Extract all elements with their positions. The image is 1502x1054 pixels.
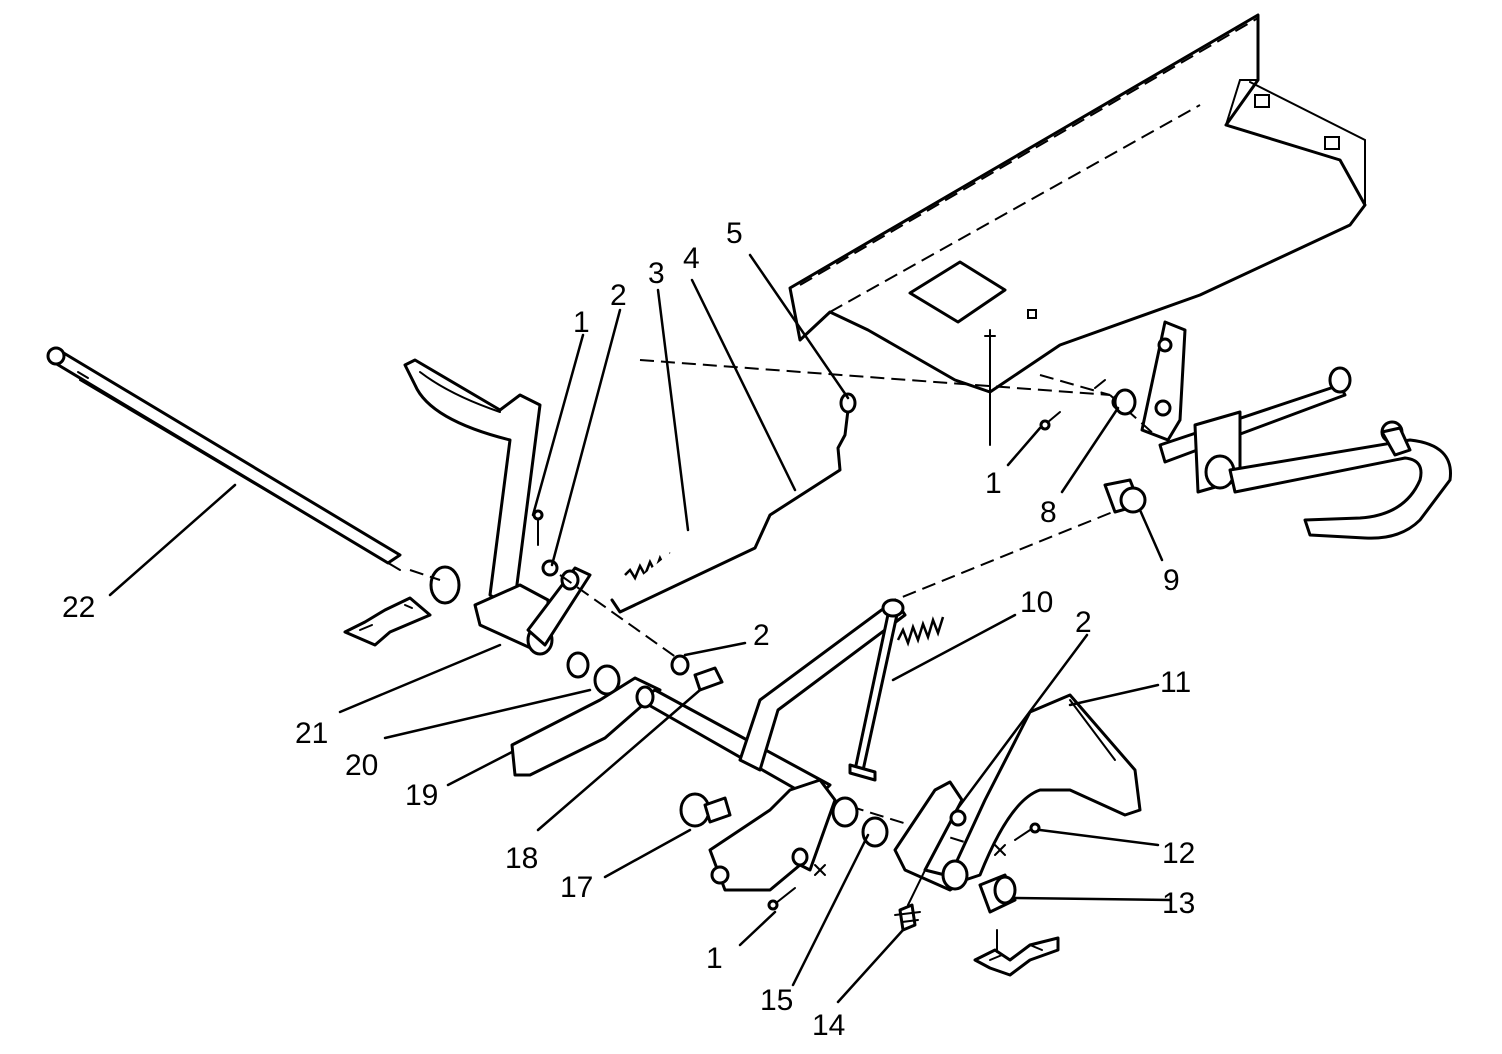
callout-1-right: 1 [985,467,1002,500]
callout-2-right: 2 [1075,606,1092,639]
small-hardware [532,388,1147,932]
callout-1-top: 1 [573,306,590,339]
washers [566,651,889,848]
link-bar [510,676,662,777]
main-shaft [635,598,907,892]
brake-pedal-assembly [343,358,592,656]
callout-12: 12 [1162,837,1195,870]
callout-20: 20 [345,749,378,782]
callout-21: 21 [295,717,328,750]
callout-10: 10 [1020,586,1053,619]
cross-rod [46,346,441,581]
callout-13: 13 [1162,887,1195,920]
clevis-pin [693,666,724,692]
pivot-bracket [1140,320,1452,540]
callout-3: 3 [648,257,665,290]
callout-14: 14 [812,1009,845,1042]
callout-4: 4 [683,242,700,275]
callout-2-top: 2 [610,279,627,312]
callout-11: 11 [1160,666,1191,699]
callout-19: 19 [405,779,438,812]
callout-9: 9 [1163,564,1180,597]
leader-lines [108,253,1172,1004]
frame-chassis [788,13,1367,446]
callout-8: 8 [1040,496,1057,529]
callout-2-middle: 2 [753,619,770,652]
callout-5: 5 [726,217,743,250]
callout-labels: 1 2 3 4 5 1 8 9 10 2 11 2 22 21 20 19 18… [62,217,1195,1042]
clutch-pedal-assembly [893,693,1142,977]
callout-15: 15 [760,984,793,1017]
callout-18: 18 [505,842,538,875]
brake-rod [848,598,945,782]
callout-1-bottom: 1 [706,942,723,975]
callout-22: 22 [62,591,95,624]
callout-17: 17 [560,871,593,904]
return-rod [610,392,857,614]
